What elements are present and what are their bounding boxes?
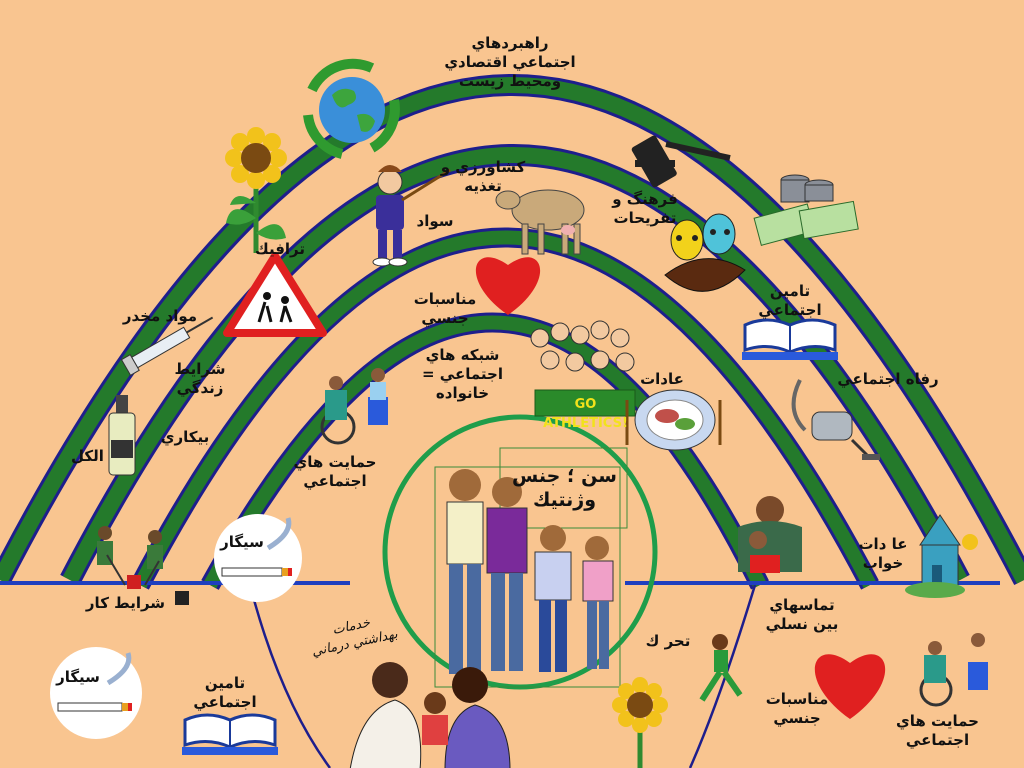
label-traffic: ترافيك	[254, 240, 306, 258]
sunflower-icon	[612, 677, 668, 768]
label-drugs: مواد مخدر	[122, 307, 198, 325]
heart-icon	[814, 654, 886, 719]
label-intergen: تماسهاي بين نسلي	[765, 596, 839, 633]
label-movement: تحر ك	[645, 632, 691, 650]
label-work: شرايط كار	[85, 594, 166, 612]
money-stack-icon	[753, 174, 859, 246]
label-support-left: حمايت هاي اجتماعي	[293, 453, 377, 490]
label-literacy: سواد	[416, 212, 454, 230]
label-agriculture: كشاورزي و تغذيه	[440, 158, 526, 195]
label-network: شبكه هاي اجتماعي = خانواده	[422, 346, 503, 402]
book-icon	[182, 713, 278, 755]
heart-icon	[475, 257, 541, 315]
cow-icon	[495, 189, 585, 255]
sunflower-icon	[225, 127, 287, 253]
reading-elder-icon	[738, 496, 802, 573]
cigarette-icon	[50, 647, 142, 739]
gavel-icon	[631, 135, 731, 188]
book-icon	[742, 318, 838, 360]
family-icon	[434, 447, 628, 688]
label-core: سن ؛ جنس وژنتيك	[512, 465, 617, 511]
sign-go-athletics: GO ATHLETICS!	[543, 397, 628, 431]
label-living: شرايط زندگي	[174, 360, 226, 397]
globe-recycle-icon	[303, 58, 400, 159]
arch-layer-3	[131, 227, 879, 590]
label-insurance-bottom: تامين اجتماعي	[193, 674, 257, 711]
arch-layer-4	[60, 144, 970, 586]
wheelchair-icon	[320, 368, 388, 445]
crowd-icon	[530, 320, 636, 417]
food-plate-icon	[625, 389, 722, 451]
arch-layer-2	[201, 312, 769, 590]
syringe-icon	[120, 316, 214, 376]
vacuum-icon	[791, 379, 880, 460]
label-unemployment: بيكاري	[160, 428, 210, 446]
house-icon	[905, 514, 978, 598]
label-cigarette-a: سيگار	[220, 533, 264, 551]
family-icon	[349, 662, 511, 768]
arch-layer-5	[0, 74, 1024, 586]
label-culture: فرهنگ و تفريحات	[612, 190, 678, 227]
label-alcohol: الكل	[71, 447, 104, 465]
lower-arc-right	[688, 584, 757, 768]
label-support-right: حمايت هاي اجتماعي	[895, 712, 979, 749]
lower-arc-left	[248, 584, 332, 768]
label-sexual-rel-top: مناسبات جنسي	[413, 290, 477, 327]
teacher-icon	[372, 165, 451, 267]
cigarette-icon	[214, 514, 302, 602]
label-cigarette-b: سيگار	[56, 668, 100, 686]
school-crossing-sign-icon	[223, 252, 327, 337]
label-layer5: راهبردهاي اجتماعي اقتصادي ومحيط زيست	[444, 34, 576, 90]
workers-icon	[97, 526, 189, 605]
label-sleep: عا دات خواب	[858, 535, 908, 572]
wheelchair-icon	[919, 633, 988, 707]
theater-masks-icon	[664, 213, 746, 292]
label-welfare: رفاه اجتماعي	[837, 370, 939, 388]
bottle-icon	[108, 395, 136, 476]
label-sexual-rel-bottom: مناسبات جنسي	[765, 690, 829, 727]
runner-icon	[699, 634, 743, 702]
label-habits: عادات	[640, 370, 684, 388]
label-insurance-top: تامين اجتماعي	[758, 282, 822, 319]
